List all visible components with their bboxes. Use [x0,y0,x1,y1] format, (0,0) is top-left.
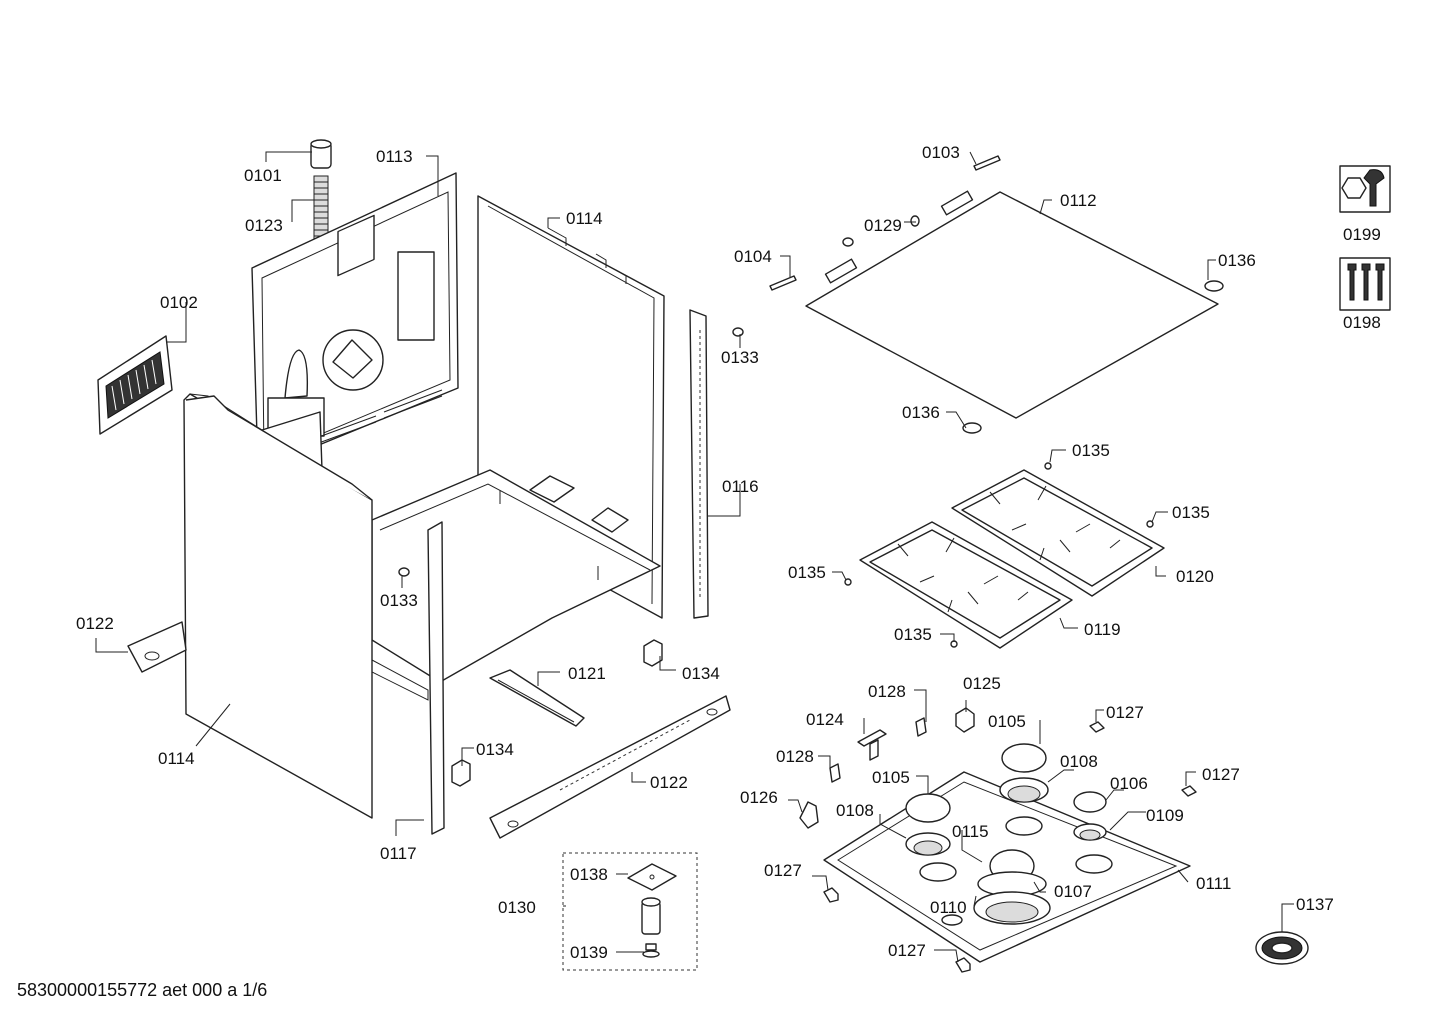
part-grille [97,335,173,435]
part-screws [769,155,1001,291]
label-0106: 0106 [1110,774,1148,793]
label-0114-left: 0114 [158,749,195,768]
label-0128-bottom: 0128 [776,747,814,766]
label-0108-top: 0108 [1060,752,1098,771]
label-0120: 0120 [1176,567,1214,586]
label-0133-mid: 0133 [380,591,418,610]
wrench-nut-icon [1339,165,1391,213]
part-side-panel-left [183,393,373,819]
part-bottom-tray [371,469,661,683]
label-0110: 0110 [930,898,967,917]
part-pan-support-left [859,521,1073,649]
part-clips [398,327,744,787]
part-front-strip [371,521,445,835]
part-inner-rail [489,669,585,727]
label-0108-left: 0108 [836,801,874,820]
part-clips-0135 [844,462,1154,648]
label-0127-top: 0127 [1106,703,1144,722]
label-0121: 0121 [568,664,606,683]
label-0109: 0109 [1146,806,1184,825]
part-burners [905,743,1107,925]
label-0127-right: 0127 [1202,765,1240,784]
label-0136-bottom: 0136 [902,403,940,422]
label-0127-left: 0127 [764,861,802,880]
label-0105-top: 0105 [988,712,1026,731]
label-0139: 0139 [570,943,608,962]
part-kit-box [562,852,698,971]
screw-set-icon [1339,257,1391,311]
part-plinth [489,695,731,839]
label-0107: 0107 [1054,882,1092,901]
label-0102: 0102 [160,293,198,312]
label-0103: 0103 [922,143,960,162]
label-0134-right: 0134 [682,664,720,683]
label-0112: 0112 [1060,191,1097,210]
label-0130: 0130 [498,898,536,917]
label-0135-c: 0135 [788,563,826,582]
label-0137: 0137 [1296,895,1334,914]
label-0135-a: 0135 [1072,441,1110,460]
label-0116: 0116 [722,477,759,496]
label-0133-top: 0133 [721,348,759,367]
label-0199: 0199 [1343,225,1381,244]
label-0113: 0113 [376,147,413,166]
label-0127-bottom: 0127 [888,941,926,960]
document-id-footer: 58300000155772 aet 000 a 1/6 [17,980,268,1000]
label-0117: 0117 [380,844,417,863]
label-0124: 0124 [806,710,844,729]
label-0101: 0101 [244,166,282,185]
leader-lines [95,151,1294,963]
part-glass-lid [805,190,1219,419]
label-0138: 0138 [570,865,608,884]
label-0111: 0111 [1196,874,1231,893]
part-back-panel [251,172,459,471]
part-cap [310,139,332,169]
label-0105-left: 0105 [872,768,910,787]
part-labels: 0101 0123 0113 0102 0114 0133 0116 0133 … [76,143,1381,962]
label-0119: 0119 [1084,620,1121,639]
label-0122-left: 0122 [76,614,114,633]
part-foot-bracket-left [127,621,187,673]
label-0104: 0104 [734,247,772,266]
part-pan-support-right [951,469,1165,597]
part-flex-tube [313,175,329,247]
part-bumpers [962,280,1224,434]
label-0122-front: 0122 [650,773,688,792]
label-0198: 0198 [1343,313,1381,332]
label-0128-top: 0128 [868,682,906,701]
label-0136-top: 0136 [1218,251,1256,270]
label-0134-left: 0134 [476,740,514,759]
label-0126: 0126 [740,788,778,807]
part-star-plate [1255,931,1309,965]
label-0115: 0115 [952,822,989,841]
label-0135-b: 0135 [1172,503,1210,522]
label-0123: 0123 [245,216,283,235]
label-0129: 0129 [864,216,902,235]
label-0135-d: 0135 [894,625,932,644]
part-rear-rail [689,309,709,619]
label-0125: 0125 [963,674,1001,693]
label-0114-right: 0114 [566,209,603,228]
part-hob-small-parts [799,707,1197,973]
